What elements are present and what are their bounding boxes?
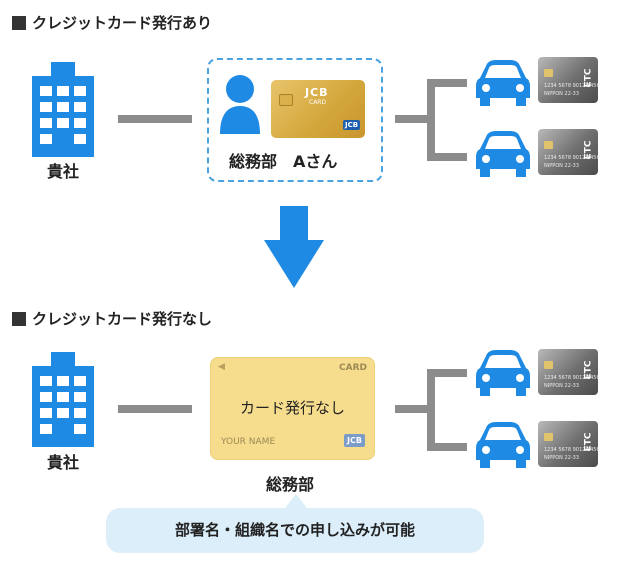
- etc-card: ETC 1234 5678 9012 3456 NIPPON 22-33: [538, 57, 600, 103]
- etc-number: 1234 5678 9012 3456: [544, 155, 600, 161]
- etc-card: ETC 1234 5678 9012 3456 NIPPON 22-33: [538, 421, 600, 467]
- etc-chip-icon: [544, 433, 553, 441]
- building-icon: [32, 62, 94, 157]
- section-title-with-card: クレジットカード発行あり: [12, 12, 212, 33]
- department-label: 総務部: [266, 475, 315, 494]
- etc-chip-icon: [544, 69, 553, 77]
- branch-line-upper: [427, 369, 467, 377]
- card-chip-icon: [279, 94, 293, 106]
- car-icon: [476, 60, 530, 106]
- bullet-square-icon: [12, 311, 26, 326]
- etc-holder: NIPPON 22-33: [544, 163, 580, 169]
- section-title-text: クレジットカード発行あり: [32, 14, 213, 32]
- card-top-label: CARD: [339, 363, 367, 373]
- card-brand-text: JCB: [305, 86, 329, 99]
- jcb-logo: JCB: [344, 434, 365, 447]
- branch-line-stem: [395, 115, 431, 123]
- jcb-credit-card: JCB CARD JCB: [271, 80, 365, 138]
- person-label: 総務部 Aさん: [229, 152, 338, 171]
- note-bubble: 部署名・組織名での申し込みが可能: [106, 508, 484, 553]
- branch-line-vertical: [427, 369, 435, 447]
- company-label: 貴社: [46, 453, 79, 472]
- branch-line-upper: [427, 79, 467, 87]
- connector-line: [118, 405, 192, 413]
- down-arrow-icon: [264, 206, 324, 288]
- speech-pointer-icon: [285, 494, 307, 508]
- card-name-text: YOUR NAME: [221, 437, 276, 447]
- company-label: 貴社: [46, 162, 79, 181]
- branch-line-lower: [427, 443, 467, 451]
- etc-holder: NIPPON 22-33: [544, 91, 580, 97]
- section-title-without-card: クレジットカード発行なし: [12, 308, 212, 329]
- etc-chip-icon: [544, 361, 553, 369]
- car-icon: [476, 131, 530, 177]
- branch-line-lower: [427, 153, 467, 161]
- branch-line-vertical: [427, 79, 435, 157]
- etc-number: 1234 5678 9012 3456: [544, 375, 600, 381]
- section-title-text: クレジットカード発行なし: [32, 310, 213, 328]
- person-group-box: [207, 58, 383, 182]
- card-main-text: カード発行なし: [239, 399, 345, 417]
- no-card-placeholder: ◀ CARD カード発行なし YOUR NAME JCB: [210, 357, 375, 460]
- person-icon: [220, 75, 260, 134]
- building-icon: [32, 352, 94, 447]
- etc-chip-icon: [544, 141, 553, 149]
- connector-line: [118, 115, 192, 123]
- etc-holder: NIPPON 22-33: [544, 383, 580, 389]
- car-icon: [476, 422, 530, 468]
- etc-number: 1234 5678 9012 3456: [544, 83, 600, 89]
- car-icon: [476, 350, 530, 396]
- etc-holder: NIPPON 22-33: [544, 455, 580, 461]
- bullet-square-icon: [12, 15, 26, 30]
- card-sub-text: CARD: [309, 99, 327, 106]
- etc-number: 1234 5678 9012 3456: [544, 447, 600, 453]
- branch-line-stem: [395, 405, 431, 413]
- card-arrow-icon: ◀: [218, 362, 225, 372]
- etc-card: ETC 1234 5678 9012 3456 NIPPON 22-33: [538, 129, 600, 175]
- etc-card: ETC 1234 5678 9012 3456 NIPPON 22-33: [538, 349, 600, 395]
- jcb-logo: JCB: [343, 120, 361, 130]
